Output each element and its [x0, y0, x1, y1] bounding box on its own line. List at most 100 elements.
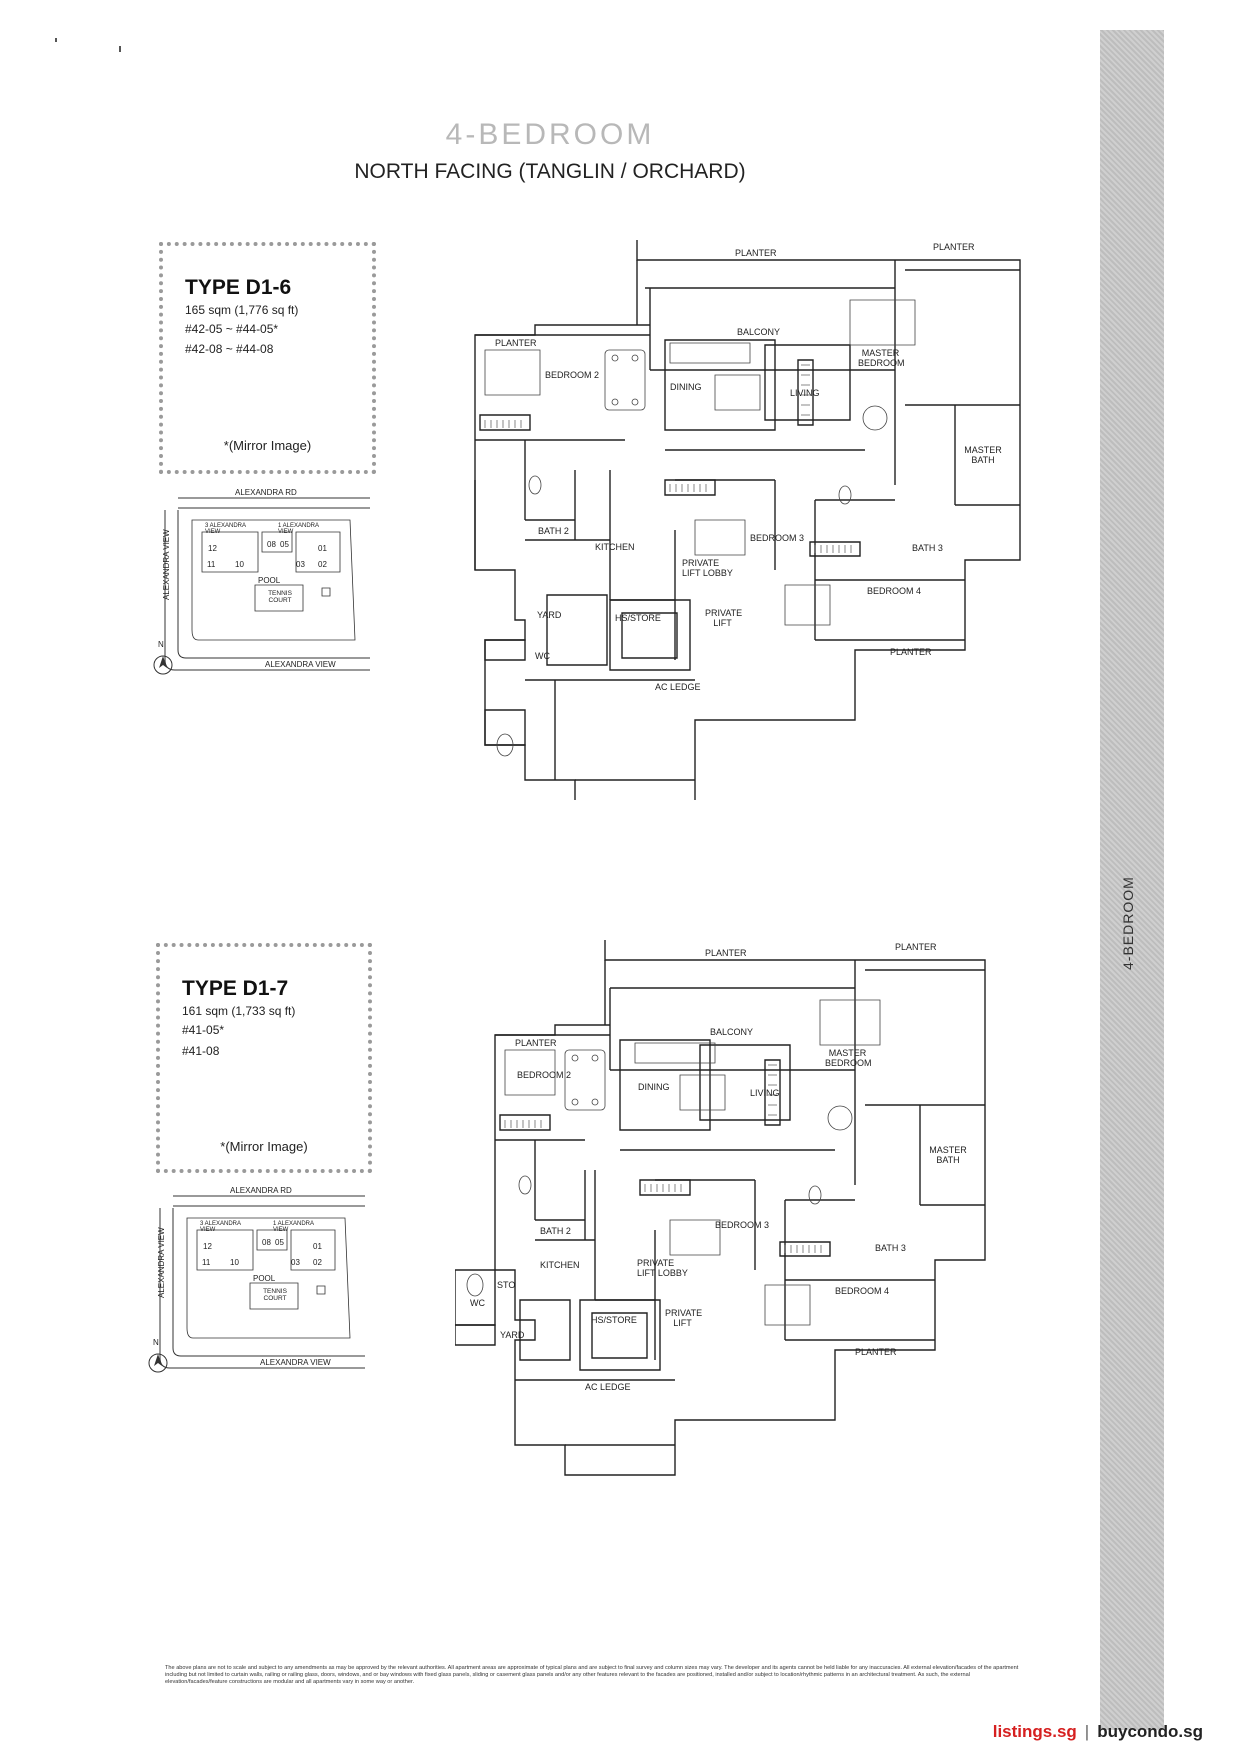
north-label: N [158, 640, 164, 649]
unit-numbers: #41-05* [182, 1023, 225, 1037]
room-label: WC [535, 651, 550, 661]
room-label: PRIVATE LIFT [705, 608, 743, 628]
page-heading: 4-BEDROOM [445, 118, 655, 151]
room-label: HS/STORE [615, 613, 661, 623]
block-label: 1 ALEXANDRA VIEW [278, 523, 319, 535]
mirror-note: *(Mirror Image) [223, 438, 312, 453]
floor-plan-drawing [425, 240, 1025, 800]
room-label: DINING [638, 1082, 670, 1092]
room-label: KITCHEN [595, 542, 635, 552]
stack-number: 02 [313, 1258, 322, 1267]
key-plan: ALEXANDRA RD ALEXANDRA VIEW ALEXANDRA VI… [145, 1186, 375, 1378]
room-label: BATH 2 [540, 1226, 571, 1236]
court-label: TENNIS COURT [263, 1288, 287, 1302]
floor-plan: PLANTER PLANTER PLANTER BALCONY MASTER B… [425, 240, 1025, 800]
stack-number: 03 [291, 1258, 300, 1267]
stack-number: 01 [318, 544, 327, 553]
room-label: MASTER BATH [964, 445, 1002, 465]
room-label: HS/STORE [591, 1315, 637, 1325]
footer-link[interactable]: listings.sg [992, 1722, 1077, 1741]
side-tab-strip [1100, 30, 1164, 1730]
road-label: ALEXANDRA RD [235, 488, 297, 497]
north-label: N [153, 1338, 159, 1347]
room-label: BALCONY [710, 1027, 754, 1037]
room-label: YARD [500, 1330, 525, 1340]
stack-number: 05 [275, 1238, 284, 1247]
stack-number: 05 [280, 540, 289, 549]
stack-number: 10 [235, 560, 244, 569]
court-label: TENNIS COURT [268, 590, 292, 604]
key-plan: ALEXANDRA RD ALEXANDRA VIEW ALEXANDRA VI… [150, 488, 380, 680]
key-plan-drawing [150, 490, 380, 680]
stack-number: 08 [267, 540, 276, 549]
room-label: BEDROOM 4 [835, 1286, 890, 1296]
unit-numbers: #42-05 ~ #44-05* [185, 322, 279, 336]
room-label: DINING [670, 382, 702, 392]
room-label: PLANTER [933, 242, 975, 252]
unit-area: 165 sqm (1,776 sq ft) [185, 303, 299, 317]
stack-number: 02 [318, 560, 327, 569]
block-label: 3 ALEXANDRA VIEW [200, 1221, 241, 1233]
room-label: LIVING [790, 388, 820, 398]
stack-number: 12 [203, 1242, 212, 1251]
room-label: MASTER BEDROOM [825, 1048, 872, 1068]
room-label: BEDROOM 2 [545, 370, 600, 380]
page-subheading: NORTH FACING (TANGLIN / ORCHARD) [354, 160, 746, 183]
room-label: PRIVATE LIFT LOBBY [682, 558, 733, 578]
unit-type-box: TYPE D1-7 161 sqm (1,733 sq ft) #41-05* … [156, 943, 372, 1173]
unit-area: 161 sqm (1,733 sq ft) [182, 1004, 296, 1018]
floor-plan: PLANTER PLANTER PLANTER BALCONY MASTER B… [455, 940, 1025, 1480]
room-label: YARD [537, 610, 562, 620]
side-tab-label: 4-BEDROOM [1120, 876, 1136, 970]
pool-label: POOL [253, 1274, 276, 1283]
room-label: BALCONY [737, 327, 781, 337]
stack-number: 11 [207, 560, 216, 569]
key-plan-drawing [145, 1188, 375, 1378]
block-label: 3 ALEXANDRA VIEW [205, 523, 246, 535]
room-label: PRIVATE LIFT LOBBY [637, 1258, 688, 1278]
road-label: ALEXANDRA VIEW [260, 1358, 331, 1367]
stack-number: 11 [202, 1258, 211, 1267]
room-label: BATH 3 [912, 543, 943, 553]
unit-numbers: #42-08 ~ #44-08 [185, 342, 274, 356]
room-label: PLANTER [705, 948, 747, 958]
unit-type-title: TYPE D1-6 [185, 276, 292, 299]
unit-type-box: TYPE D1-6 165 sqm (1,776 sq ft) #42-05 ~… [159, 242, 376, 474]
stack-number: 08 [262, 1238, 271, 1247]
scan-mark [119, 46, 121, 52]
room-label: PLANTER [895, 942, 937, 952]
room-label: BEDROOM 3 [750, 533, 805, 543]
stack-number: 10 [230, 1258, 239, 1267]
footer: listings.sg | buycondo.sg [993, 1722, 1203, 1742]
disclaimer-text: The above plans are not to scale and sub… [165, 1665, 1019, 1685]
block-label: 1 ALEXANDRA VIEW [273, 1221, 314, 1233]
room-label: PLANTER [515, 1038, 557, 1048]
room-label: PLANTER [735, 248, 777, 258]
mirror-note: *(Mirror Image) [220, 1139, 308, 1154]
room-label: KITCHEN [540, 1260, 580, 1270]
unit-numbers: #41-08 [182, 1044, 220, 1058]
room-label: PRIVATE LIFT [665, 1308, 703, 1328]
room-label: BEDROOM 4 [867, 586, 922, 596]
footer-link[interactable]: buycondo.sg [1097, 1722, 1203, 1741]
room-label: WC [470, 1298, 485, 1308]
room-label: PLANTER [890, 647, 932, 657]
stack-number: 12 [208, 544, 217, 553]
room-label: PLANTER [855, 1347, 897, 1357]
room-label: BATH 2 [538, 526, 569, 536]
scan-mark [55, 38, 57, 42]
footer-separator: | [1084, 1722, 1090, 1741]
room-label: MASTER BATH [929, 1145, 967, 1165]
road-label: ALEXANDRA VIEW [265, 660, 336, 669]
room-label: BEDROOM 3 [715, 1220, 770, 1230]
stack-number: 03 [296, 560, 305, 569]
room-label: AC LEDGE [585, 1382, 631, 1392]
room-label: LIVING [750, 1088, 780, 1098]
room-label: AC LEDGE [655, 682, 701, 692]
stack-number: 01 [313, 1242, 322, 1251]
room-label: MASTER BEDROOM [858, 348, 905, 368]
floor-plan-drawing [455, 940, 1025, 1480]
room-label: STO [497, 1280, 516, 1290]
pool-label: POOL [258, 576, 281, 585]
room-label: BATH 3 [875, 1243, 906, 1253]
